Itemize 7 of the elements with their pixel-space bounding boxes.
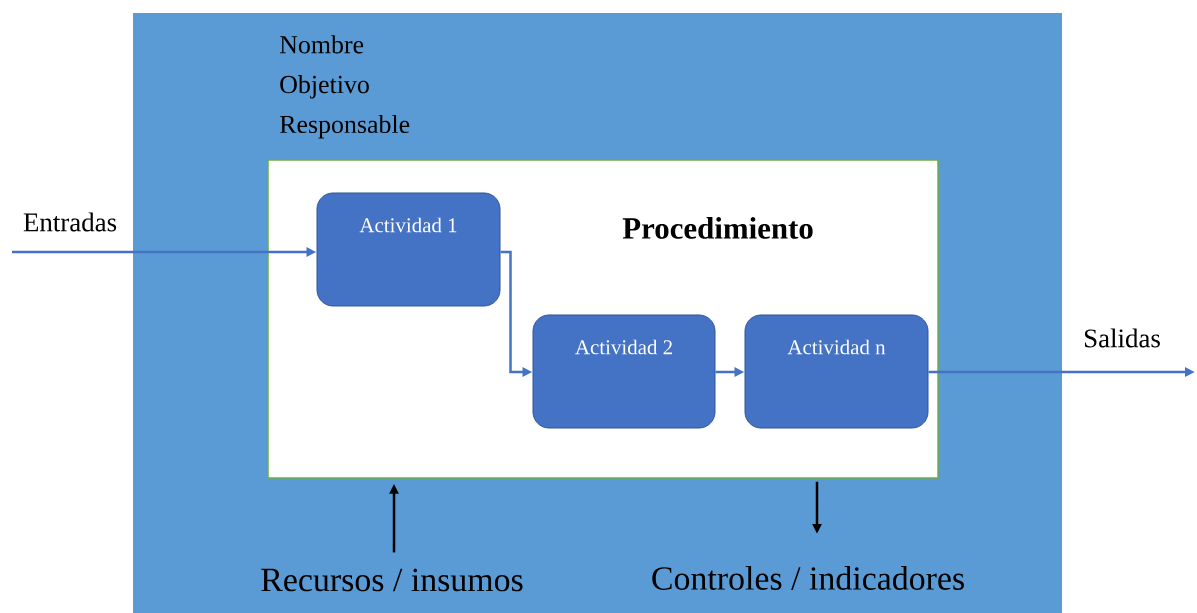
caption-text: Controles / indicadores xyxy=(652,566,964,590)
activity-box: Actividad 2 xyxy=(532,314,716,429)
activity-box: Actividad n xyxy=(744,314,929,429)
activity-box: Actividad 1 xyxy=(316,192,501,307)
caption-text: Recursos / insumos xyxy=(261,568,523,592)
edge-label: Salidas xyxy=(1084,328,1160,348)
edge-label: Entradas xyxy=(23,212,117,232)
